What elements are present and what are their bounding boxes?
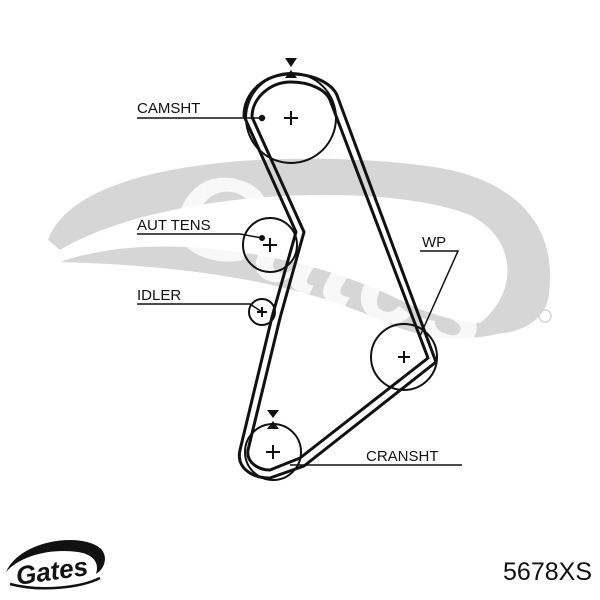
pulley-water-pump	[370, 323, 438, 391]
tensioner-center-cross	[263, 238, 277, 252]
label-idler: IDLER	[137, 287, 181, 304]
belt-inner-line	[246, 80, 430, 472]
belt-outer-line	[237, 72, 438, 480]
water-pump-pulley-circle	[370, 323, 438, 391]
leader-lines	[137, 114, 462, 466]
registered-mark-circle	[538, 309, 552, 323]
idler-leader	[137, 303, 263, 313]
water-pump-leader	[419, 250, 460, 337]
crankshaft-timing-mark-down	[267, 410, 279, 418]
camshaft-timing-mark-up	[285, 70, 297, 78]
camshaft-center-cross	[284, 111, 298, 125]
logo-underline	[9, 576, 101, 590]
brand-logo: Gates	[6, 540, 105, 591]
crankshaft-center-cross	[266, 445, 280, 459]
tensioner-pulley-circle	[242, 217, 298, 273]
label-crankshaft: CRANSHT	[366, 448, 439, 465]
crankshaft-timing-mark-up	[267, 421, 279, 429]
pulley-tensioner	[242, 217, 298, 273]
timing-belt	[237, 72, 438, 480]
label-water-pump: WP	[422, 234, 446, 251]
pulley-crankshaft	[244, 410, 302, 481]
part-number: 5678XS	[503, 558, 592, 586]
camshaft-timing-mark-down	[285, 58, 297, 67]
logo-swoosh	[6, 540, 105, 574]
camshaft-leader-dot	[258, 114, 266, 122]
label-tensioner: AUT TENS	[137, 217, 211, 234]
tensioner-leader	[137, 233, 263, 239]
watermark-swoosh	[48, 158, 551, 334]
label-camshaft: CAMSHT	[137, 100, 200, 117]
water-pump-center-cross	[398, 351, 410, 363]
watermark: Gates	[48, 140, 552, 380]
idler-pulley-circle	[248, 298, 276, 326]
